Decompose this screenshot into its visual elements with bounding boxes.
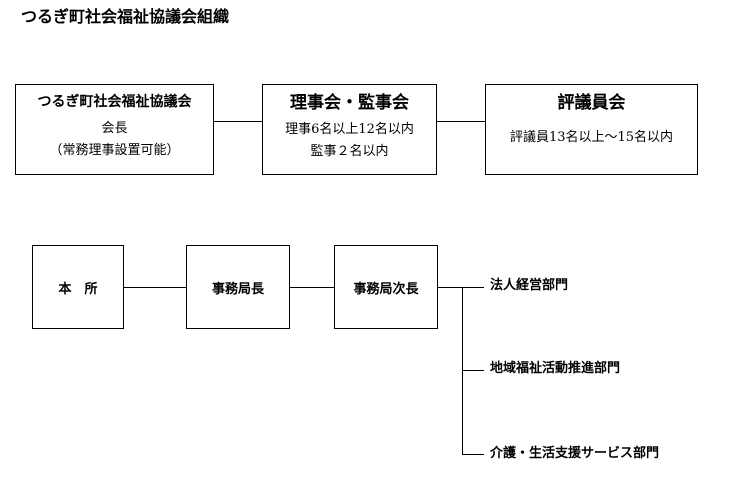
- council-line-note: （常務理事設置可能）: [49, 143, 180, 158]
- board-body: 理事6名以上12名以内 監事２名以内: [263, 119, 436, 163]
- director-label: 事務局長: [211, 281, 264, 297]
- connector-branch-trunk: [462, 287, 463, 455]
- connector-branch-dept-3: [462, 454, 484, 455]
- director-box: 事務局長: [186, 245, 290, 329]
- page-title: つるぎ町社会福祉協議会組織: [21, 7, 230, 26]
- dept-care-support-services: 介護・生活支援サービス部門: [490, 446, 660, 461]
- head-office-box: 本 所: [32, 245, 124, 329]
- trustees-body: 評議員13名以上～15名以内: [486, 127, 697, 149]
- connector-deputy-branch: [438, 287, 484, 288]
- deputy-label: 事務局次長: [353, 281, 419, 297]
- connector-board-trustees: [437, 121, 485, 122]
- trustees-line-count: 評議員13名以上～15名以内: [509, 130, 674, 145]
- dept-corporate-management: 法人経営部門: [490, 278, 569, 293]
- connector-branch-dept-2: [462, 370, 484, 371]
- council-body: 会長 （常務理事設置可能）: [16, 118, 213, 162]
- council-heading: つるぎ町社会福祉協議会: [37, 94, 192, 110]
- trustees-box: 評議員会 評議員13名以上～15名以内: [485, 84, 698, 175]
- council-line-chair: 会長: [101, 121, 128, 136]
- connector-council-board: [214, 121, 262, 122]
- board-line-auditors: 監事２名以内: [310, 144, 389, 159]
- board-box: 理事会・監事会 理事6名以上12名以内 監事２名以内: [262, 84, 437, 175]
- board-line-directors: 理事6名以上12名以内: [285, 122, 414, 137]
- deputy-box: 事務局次長: [334, 245, 438, 329]
- council-box: つるぎ町社会福祉協議会 会長 （常務理事設置可能）: [15, 84, 214, 175]
- connector-head-office-director: [124, 287, 186, 288]
- dept-community-welfare: 地域福祉活動推進部門: [490, 361, 621, 376]
- board-heading: 理事会・監事会: [290, 93, 409, 113]
- head-office-label: 本 所: [58, 281, 98, 297]
- connector-director-deputy: [290, 287, 334, 288]
- trustees-heading: 評議員会: [557, 93, 626, 113]
